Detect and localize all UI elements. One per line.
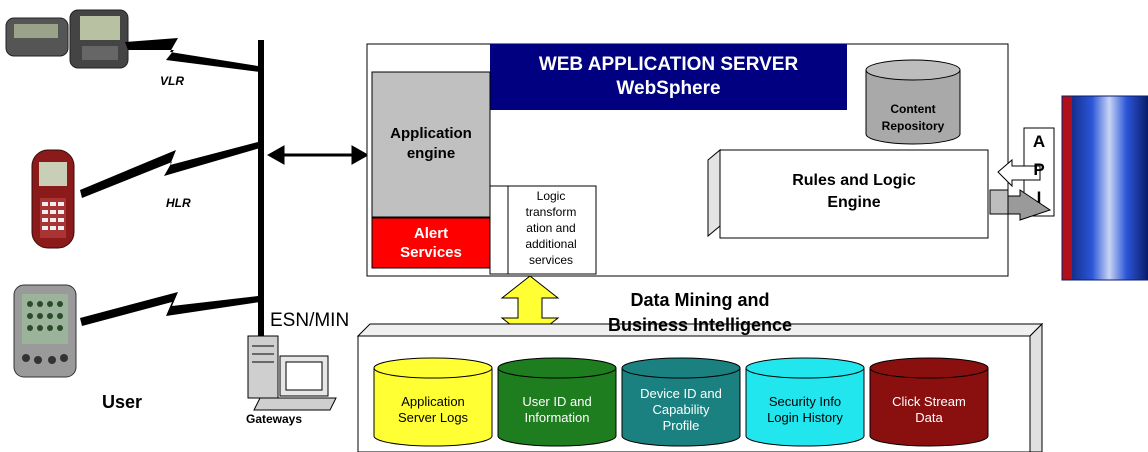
content-repository-label: Content Repository [866,96,960,140]
database-cylinder [869,357,989,447]
alert-line-2: Services [400,244,462,261]
alert-line-1: Alert [413,225,449,242]
api-letter-p: P [1033,160,1045,179]
gateway-computer [247,335,337,411]
database-cylinder [373,357,493,447]
logic-line-5: services [528,253,573,267]
content-line-1: Content [890,102,936,116]
logic-line-4: additional [525,237,577,251]
database-label-line: Device ID and [640,386,722,401]
api-letter-i: I [1036,188,1042,207]
database-label-line: Click Stream [892,394,966,409]
content-line-2: Repository [881,119,945,133]
rules-engine-box [707,148,989,239]
database-label-line: Server Logs [397,410,469,425]
logic-line-1: Logic [536,189,566,203]
alert-services-label: Alert Services [372,220,490,266]
database-label-line: Profile [662,418,700,433]
database-label-line: User ID and [522,394,592,409]
rules-engine-label: Rules and Logic Engine [720,166,988,218]
user-label: User [102,392,143,412]
database-label-line: Security Info [768,394,842,409]
api-connector [989,158,1052,221]
database-label-line: Login History [767,410,843,425]
wireless-links [80,38,260,326]
app-engine-line-2: engine [406,145,456,162]
bus-to-server-arrow [266,145,370,165]
data-mining-line-2: Business Intelligence [607,315,793,335]
data-mining-label: Data Mining and Business Intelligence [580,288,820,338]
database-label-line: Data [915,410,943,425]
gateways-label: Gateways [246,412,303,426]
pda-device [13,284,77,378]
hlr-label: HLR [166,196,191,210]
logic-line-3: ation and [526,221,576,235]
api-letter-a: A [1032,132,1046,151]
was-header-bg [490,44,847,110]
network-bus-line [258,40,264,346]
mainframe-server [1061,95,1148,281]
database-label-line: Application [401,394,465,409]
rules-line-1: Rules and Logic [792,172,916,189]
database-cylinder [745,357,865,447]
alert-services-box [371,217,491,269]
database-label-line: Capability [652,402,710,417]
content-repository-cylinder [865,59,961,145]
rules-line-2: Engine [827,194,881,211]
was-title-line-1: WEB APPLICATION SERVER [538,54,799,75]
was-title: WEB APPLICATION SERVER WebSphere [490,50,847,104]
application-engine-box [371,71,491,218]
data-mining-line-1: Data Mining and [630,290,770,310]
api-label: A P I [1024,128,1054,212]
pager-devices [5,9,129,69]
cell-phone-device [31,149,75,249]
database-cylinder [497,357,617,447]
database-cylinder [621,357,741,447]
vlr-label: VLR [160,74,184,88]
logic-line-2: transform [525,205,577,219]
app-engine-line-1: Application [390,125,472,142]
application-engine-label: Application engine [372,120,490,168]
logic-transformation-label: Logic transform ation and additional ser… [510,188,592,272]
esn-min-label: ESN/MIN [270,310,350,331]
database-cylinders [373,357,989,447]
was-title-line-2: WebSphere [616,78,721,99]
database-label-line: Information [524,410,590,425]
